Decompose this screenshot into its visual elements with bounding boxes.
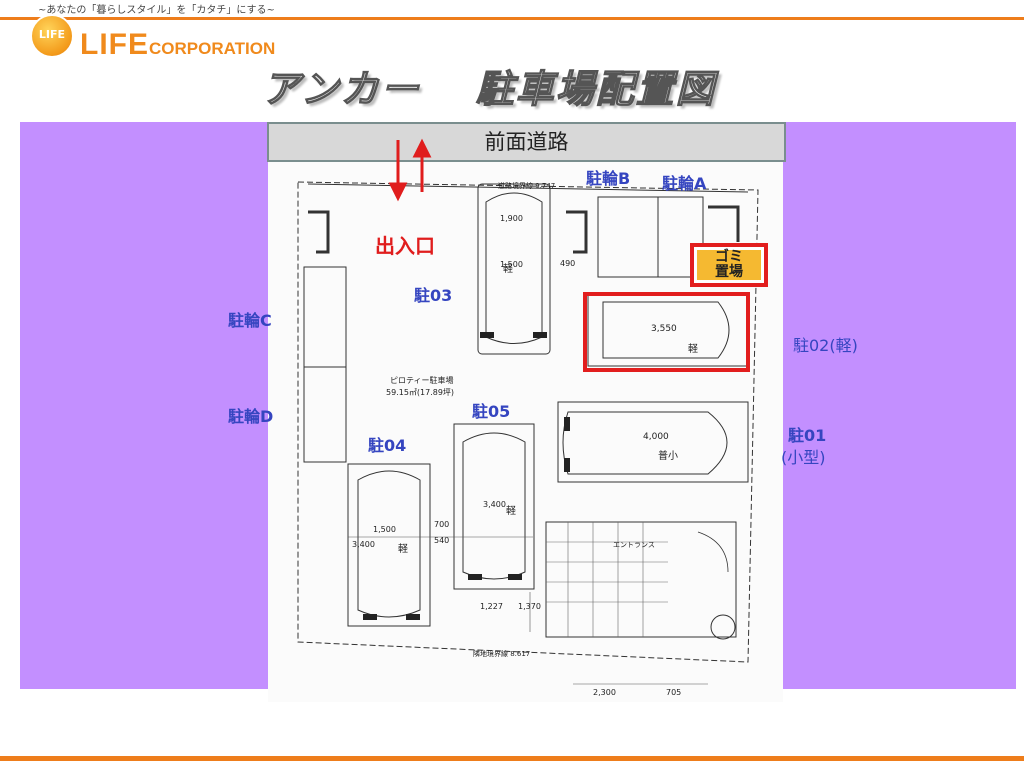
- garbage-area: ゴミ 置場: [690, 243, 768, 287]
- logo-badge: LIFE: [30, 14, 74, 58]
- futsu-label: 普小: [658, 451, 678, 462]
- left-zone: [20, 122, 268, 689]
- dim-700: 700: [434, 520, 450, 529]
- header-divider: [0, 17, 1024, 20]
- page-title: アンカー 駐車場配置図: [261, 66, 716, 111]
- kei-label-02: 軽: [688, 344, 698, 355]
- parking-bay-05: [453, 423, 535, 590]
- dim-1900: 1,900: [500, 214, 523, 223]
- bike-b-label: 駐輪B: [586, 169, 631, 188]
- dim-705: 705: [666, 688, 682, 697]
- dim-540: 540: [434, 536, 450, 545]
- wall-corner-mid: [566, 210, 588, 254]
- bike-area-b: [597, 196, 659, 278]
- garbage-line-1: ゴミ: [715, 249, 743, 265]
- car-outline-01: [562, 411, 728, 475]
- slogan: ~あなたの「暮らしスタイル」を「カタチ」にする~: [38, 5, 275, 16]
- bike-a-label: 駐輪A: [662, 174, 707, 193]
- car-outline-02: [602, 301, 730, 359]
- entrance-label: 出入口: [375, 234, 435, 258]
- piloti-area-label: 59.15㎡(17.89坪): [386, 388, 455, 397]
- wheel-stops: [363, 332, 570, 620]
- road-boundary-line: [307, 183, 749, 193]
- piloti-label: ピロティー駐車場: [390, 376, 454, 385]
- dim-1370: 1,370: [518, 602, 541, 611]
- garbage-line-2: 置場: [715, 264, 743, 280]
- dim-490: 490: [560, 259, 576, 268]
- dimension-lines: [348, 536, 708, 685]
- dim-1500-04: 1,500: [373, 525, 396, 534]
- kei-label-04: 軽: [398, 544, 408, 555]
- road-boundary-label: 道路境界線 9.747: [498, 182, 556, 190]
- entrance-hall-label: エントランス: [613, 541, 655, 549]
- dim-3400-04: 3,400: [352, 540, 375, 549]
- dim-4000: 4,000: [643, 432, 669, 442]
- logo-main: LIFE: [80, 28, 149, 61]
- arrow-in-icon: [388, 140, 408, 202]
- door-swing: [697, 531, 729, 573]
- parking-05-label: 駐05: [472, 402, 511, 421]
- parking-01-sub-label: (小型): [781, 448, 826, 467]
- dim-1227: 1,227: [480, 602, 503, 611]
- bike-area-c: [303, 266, 347, 368]
- parking-03-label: 駐03: [414, 286, 453, 305]
- logo-sub: CORPORATION: [149, 39, 276, 58]
- logo: LIFECORPORATION: [80, 28, 275, 62]
- site-boundary-line: [297, 181, 759, 663]
- kei-label-03: 軽: [503, 264, 513, 275]
- kei-label-05: 軽: [506, 506, 516, 517]
- parking-02-highlight: [583, 292, 750, 372]
- bike-area-d: [303, 366, 347, 463]
- parking-bay-01: [557, 401, 749, 483]
- dim-3400-05: 3,400: [483, 500, 506, 509]
- dim-3550: 3,550: [651, 324, 677, 334]
- bike-area-a: [657, 196, 704, 278]
- parking-04-label: 駐04: [368, 436, 407, 455]
- logo-badge-text: LIFE: [38, 28, 66, 41]
- parking-bay-04: [347, 463, 431, 627]
- building-grid: [546, 522, 668, 637]
- front-road: 前面道路: [267, 122, 786, 162]
- dim-1500-03: 1,500: [500, 260, 523, 269]
- parking-01-label: 駐01: [788, 426, 827, 445]
- right-zone: [783, 122, 1016, 689]
- parking-bay-03: [477, 183, 551, 355]
- building-block: [545, 521, 737, 638]
- planter-circle: [710, 614, 736, 640]
- dim-2300: 2,300: [593, 688, 616, 697]
- entrance-arrows: [388, 138, 432, 202]
- arrow-out-icon: [412, 138, 432, 192]
- bike-d-label: 駐輪D: [228, 407, 274, 426]
- wall-corner-left: [308, 210, 330, 254]
- site-boundary-label: 隣地境界線 8.617: [473, 650, 531, 658]
- parking-02-label: 駐02(軽): [793, 336, 858, 355]
- garbage-area-label: ゴミ 置場: [697, 250, 761, 280]
- bike-c-label: 駐輪C: [228, 311, 272, 330]
- wall-corner-right: [708, 205, 740, 242]
- footer-divider: [0, 756, 1024, 761]
